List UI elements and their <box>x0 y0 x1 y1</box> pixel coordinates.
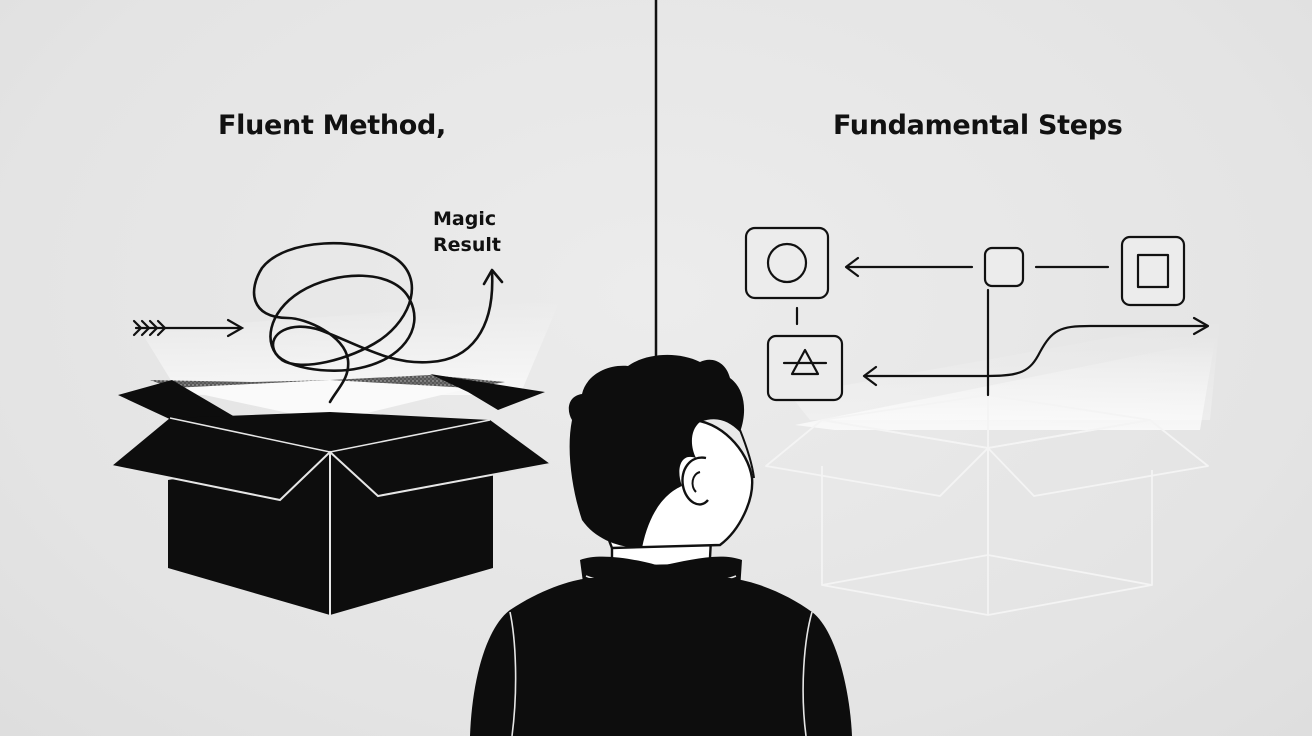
tangled-scribble-icon <box>252 241 494 404</box>
circle-step-icon <box>744 226 830 300</box>
steps-diagram <box>744 226 1210 402</box>
fluent-method-title: Fluent Method, <box>218 110 447 141</box>
fundamental-steps-title: Fundamental Steps <box>833 110 1123 141</box>
square-step-icon <box>1120 235 1186 307</box>
input-arrow-icon <box>132 318 245 338</box>
magic-label-line1: Magic <box>433 208 497 230</box>
triangle-step-icon <box>766 334 844 402</box>
magic-arrowhead-icon <box>482 268 504 286</box>
magic-result-label: Magic Result <box>433 206 501 258</box>
left-open-box-icon <box>111 300 560 615</box>
node-step-icon <box>983 246 1025 288</box>
right-open-box-icon <box>765 318 1220 616</box>
magic-label-line2: Result <box>433 234 501 256</box>
person-back-icon <box>470 354 852 736</box>
